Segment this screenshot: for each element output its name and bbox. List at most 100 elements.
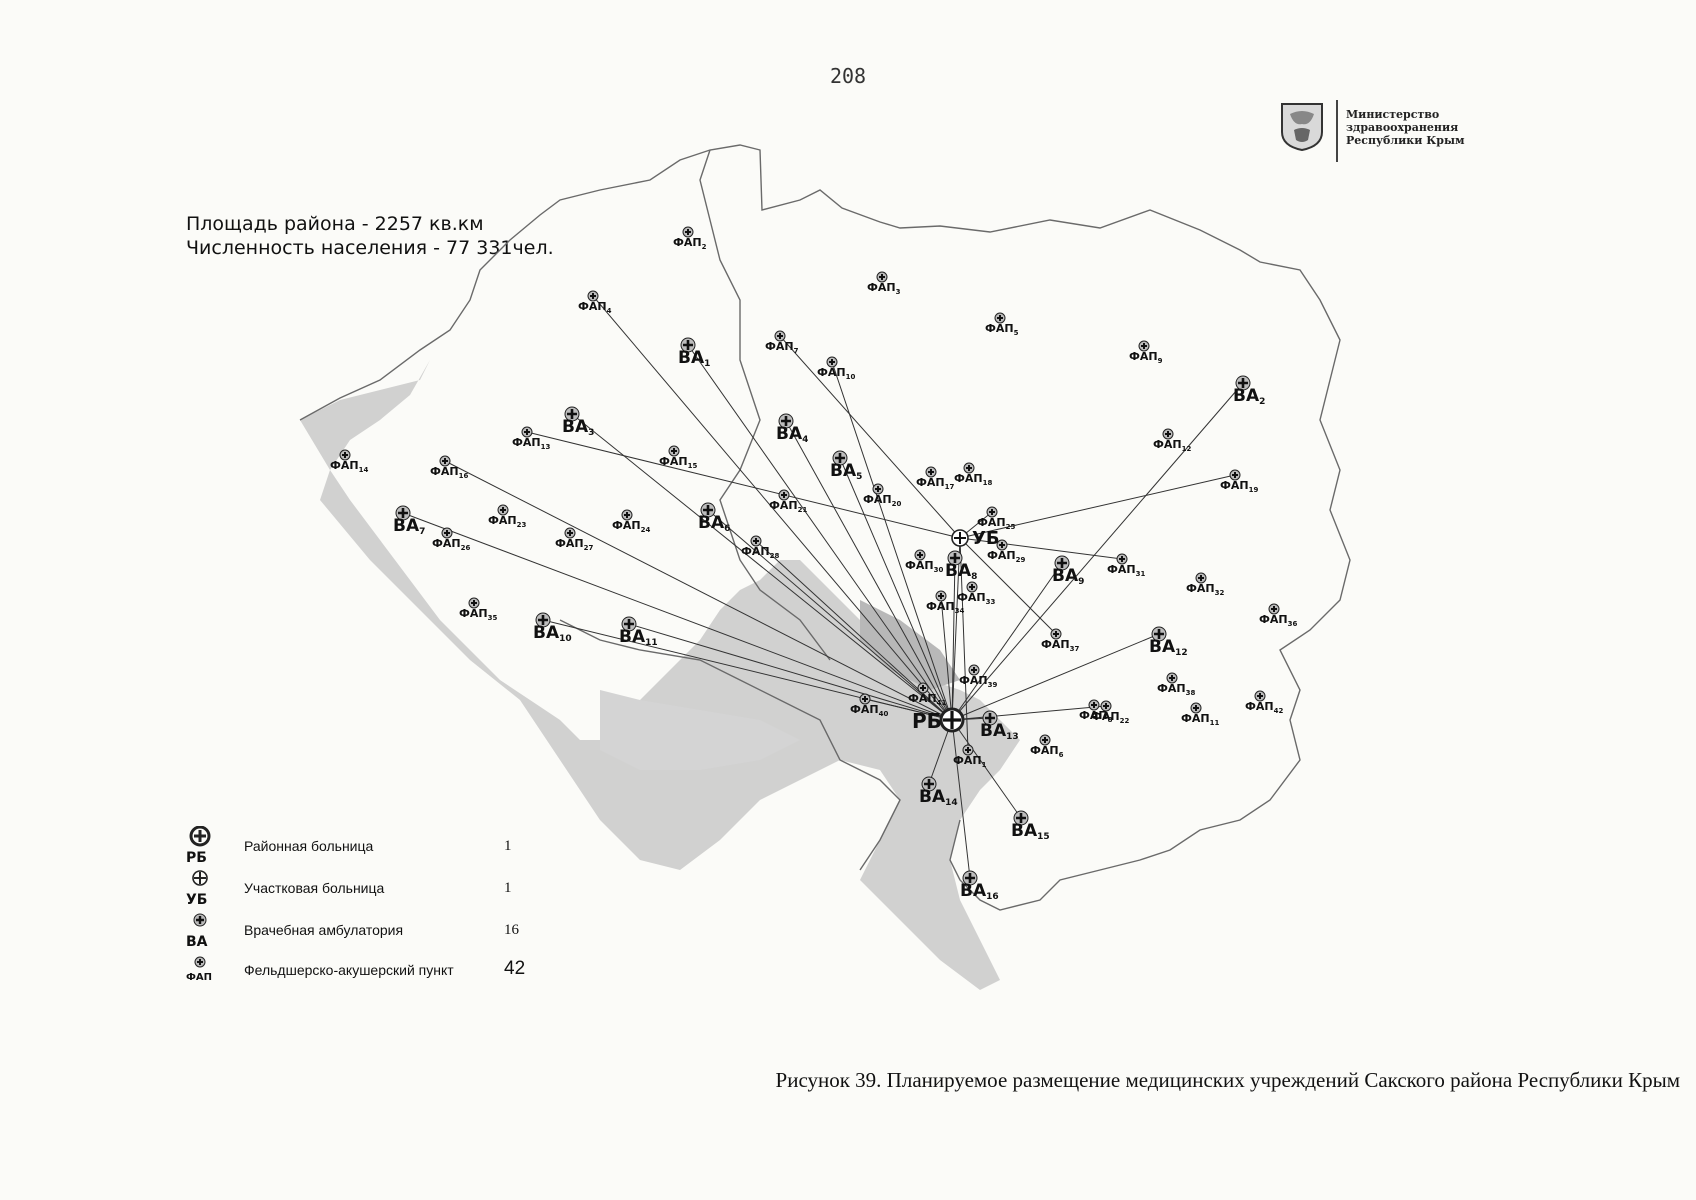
marker-label: ФАП27 [555, 537, 594, 552]
marker-label: ВА3 [562, 417, 594, 438]
marker-cross [1198, 575, 1204, 581]
marker-index: 25 [1006, 523, 1016, 531]
ministry-divider [1336, 100, 1338, 162]
marker-cross [1238, 378, 1248, 388]
feldsher-post-marker: ФАП13 [512, 426, 551, 451]
marker-label: ВА2 [1233, 386, 1265, 407]
marker-label: ФАП4 [578, 300, 612, 315]
marker-cross [938, 593, 944, 599]
ambulatory-marker: ВА10 [533, 612, 572, 644]
svg-text:ФАП: ФАП [186, 972, 212, 983]
marker-index: 14 [945, 798, 958, 808]
facility-link [526, 431, 961, 539]
feldsher-post-marker: ФАП10 [817, 356, 856, 381]
map-legend: РБ Районная больница 1 УБ Участковая бол… [186, 826, 586, 1006]
marker-label: ФАП35 [459, 607, 498, 622]
marker-label: ВА5 [830, 461, 862, 482]
marker-label: ФАП11 [1181, 712, 1220, 727]
ambulatory-marker: ВА16 [960, 870, 999, 902]
facility-link [959, 537, 969, 751]
marker-cross [671, 448, 677, 454]
facility-links [402, 295, 1244, 879]
ministry-name: Министерство здравоохранения Республики … [1346, 108, 1506, 147]
marker-cross [624, 512, 630, 518]
marker-cross [524, 429, 530, 435]
marker-cross [965, 873, 975, 883]
marker-cross [444, 530, 450, 536]
marker-label: ВА1 [678, 348, 710, 369]
feldsher-post-marker: ФАП17 [916, 466, 955, 491]
marker-cross [1016, 813, 1026, 823]
marker-label: ФАП6 [1030, 744, 1064, 759]
marker-cross [1103, 703, 1109, 709]
marker-cross [965, 747, 971, 753]
feldsher-post-marker: ФАП38 [1157, 672, 1196, 697]
marker-cross [1053, 631, 1059, 637]
marker-label: ФАП21 [769, 499, 808, 514]
marker-index: 30 [934, 566, 944, 574]
facility-link [951, 719, 971, 879]
district-stats: Площадь района - 2257 кв.км Численность … [186, 212, 606, 260]
marker-index: 3 [588, 428, 594, 438]
marker-index: 10 [559, 634, 572, 644]
marker-label: РБ [912, 709, 942, 733]
facility-link [785, 420, 953, 721]
marker-label: ФАП38 [1157, 682, 1196, 697]
facility-link [940, 595, 953, 721]
marker-index: 29 [1016, 556, 1026, 564]
marker-index: 28 [770, 552, 780, 560]
ministry-line-2: здравоохранения [1346, 121, 1459, 134]
facility-link [779, 335, 961, 539]
feldsher-post-marker: ФАП16 [430, 455, 469, 480]
marker-label: ФАП39 [959, 674, 998, 689]
marker-cross [969, 584, 975, 590]
marker-index: 36 [1288, 620, 1298, 628]
marker-label: ФАП7 [765, 340, 799, 355]
marker-cross [879, 274, 885, 280]
marker-index: 1 [982, 761, 987, 769]
marker-label: ФАП22 [1091, 710, 1130, 725]
ambulatory-marker: ВА7 [393, 505, 425, 537]
feldsher-post-marker: ФАП37 [1041, 628, 1080, 653]
marker-label: ФАП13 [512, 436, 551, 451]
marker-cross [971, 667, 977, 673]
ambulatory-icon: ВА [186, 913, 208, 950]
marker-label: ФАП16 [430, 465, 469, 480]
marker-index: 26 [461, 544, 471, 552]
marker-index: 5 [1014, 329, 1019, 337]
marker-cross [829, 359, 835, 365]
marker-index: 4 [607, 307, 612, 315]
marker-cross [924, 779, 934, 789]
facility-link [571, 413, 953, 721]
marker-index: 18 [983, 479, 993, 487]
feldsher-post-marker: ФАП26 [432, 527, 471, 552]
marker-index: 11 [645, 638, 658, 648]
marker-index: 34 [955, 607, 965, 615]
legend-row-fap: ФАП Фельдшерско-акушерский пункт 42 [186, 950, 586, 990]
marker-label: ФАП25 [977, 516, 1016, 531]
marker-label: ФАП19 [1220, 479, 1259, 494]
marker-cross [753, 538, 759, 544]
marker-index: 27 [584, 544, 594, 552]
district-hospital-marker: РБ [912, 707, 965, 733]
marker-label: ВА13 [980, 721, 1019, 742]
marker-index: 31 [1136, 570, 1146, 578]
marker-label: ФАП12 [1153, 438, 1192, 453]
marker-index: 41 [937, 699, 947, 707]
marker-cross [1057, 558, 1067, 568]
marker-index: 33 [986, 598, 996, 606]
marker-label: ФАП10 [817, 366, 856, 381]
marker-index: 15 [688, 462, 698, 470]
facility-link [959, 537, 1123, 560]
marker-label: ВА10 [533, 623, 572, 644]
marker-index: 14 [359, 466, 369, 474]
marker-label: ФАП3 [867, 281, 901, 296]
marker-label: ФАП31 [1107, 563, 1146, 578]
marker-index: 32 [1215, 589, 1225, 597]
district-hospital-icon: РБ [186, 826, 211, 866]
legend-count-fap: 42 [504, 958, 526, 979]
feldsher-post-marker: ФАП27 [555, 527, 594, 552]
ministry-line-1: Министерство [1346, 108, 1440, 121]
